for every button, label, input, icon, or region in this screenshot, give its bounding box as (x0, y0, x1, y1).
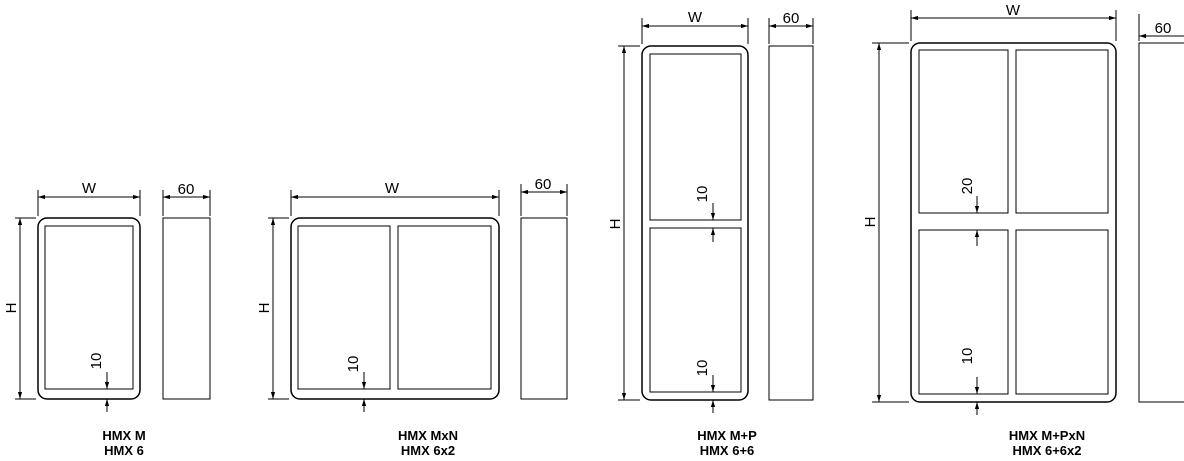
depth-label: 60 (783, 10, 800, 27)
height-label: H (607, 219, 624, 230)
side-view (1138, 42, 1184, 403)
height-label: H (256, 303, 273, 314)
outer-frame (37, 217, 141, 400)
panel (918, 229, 1009, 395)
outer-frame (641, 45, 749, 401)
side-view (162, 217, 211, 400)
panel (44, 225, 134, 390)
panel (649, 53, 742, 221)
gap-label: 10 (694, 186, 711, 203)
outer-frame (290, 217, 500, 400)
model-hmx-m-plus-p: W H 60 10 10 HMX M+P HMX 6+6 (607, 9, 814, 458)
outer-frame (910, 42, 1117, 403)
model-caption-line2: HMX 6x2 (401, 443, 455, 458)
panel (918, 49, 1009, 214)
panel (649, 227, 742, 393)
panel (1015, 49, 1109, 214)
height-label: H (3, 303, 20, 314)
model-caption-line1: HMX M+PxN (1009, 428, 1085, 443)
depth-label: 60 (1155, 20, 1172, 37)
model-hmx-mxn: W H 60 10 HMX MxN HMX 6x2 (256, 176, 568, 458)
gap-label: 20 (959, 178, 976, 195)
model-caption-line1: HMX M (102, 428, 145, 443)
model-hmx-m-plus-pxn: W H 60 20 10 HMX M+PxN HMX 6+6x2 (862, 2, 1184, 458)
side-view (768, 45, 814, 401)
gap-label: 10 (694, 360, 711, 377)
model-hmx-m: W H 60 10 HMX M HMX 6 (3, 180, 211, 458)
width-label: W (82, 180, 97, 197)
model-caption-line2: HMX 6 (104, 443, 144, 458)
model-caption-line2: HMX 6+6x2 (1012, 443, 1081, 458)
width-label: W (688, 9, 703, 26)
panel (297, 225, 391, 390)
panel (397, 225, 492, 390)
gap-label: 10 (345, 356, 362, 373)
model-caption-line1: HMX MxN (398, 428, 458, 443)
panel (1015, 229, 1109, 395)
gap-label: 10 (88, 353, 105, 370)
side-view (520, 217, 568, 400)
width-label: W (385, 180, 400, 197)
model-caption-line2: HMX 6+6 (700, 443, 755, 458)
width-label: W (1006, 2, 1021, 19)
depth-label: 60 (178, 181, 195, 198)
height-label: H (862, 217, 879, 228)
gap-label: 10 (959, 348, 976, 365)
model-caption-line1: HMX M+P (697, 428, 757, 443)
depth-label: 60 (535, 176, 552, 193)
